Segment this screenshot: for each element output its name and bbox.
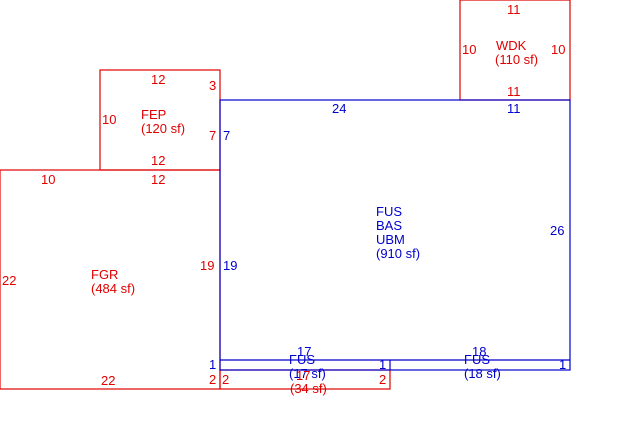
wdk-dim-top: 11 bbox=[507, 2, 521, 17]
fgr-dim-bottom: 22 bbox=[101, 373, 115, 388]
fep-dim-right: 7 bbox=[209, 128, 216, 143]
wdk-area: (110 sf) bbox=[495, 52, 538, 67]
fep-dim-left: 10 bbox=[102, 112, 116, 127]
fgr-dim-top-left: 10 bbox=[41, 172, 55, 187]
fgr-dim-left: 22 bbox=[2, 273, 16, 288]
main-label-line2: BAS bbox=[376, 218, 402, 233]
wdk-dim-bottom: 11 bbox=[507, 84, 521, 99]
small-red-dim-right: 2 bbox=[379, 372, 386, 387]
small-fus-left-dim-right: 1 bbox=[379, 357, 386, 372]
small-fus-right-dim-right: 1 bbox=[559, 357, 566, 372]
fgr-dim-bottom-right: 2 bbox=[209, 372, 216, 387]
main-dim-top: 24 bbox=[332, 101, 346, 116]
fep-name: FEP bbox=[141, 107, 166, 122]
small-fus-right-name: FUS bbox=[464, 352, 490, 367]
small-red-dim-left: 2 bbox=[222, 372, 229, 387]
fgr-dim-top-right: 12 bbox=[151, 172, 165, 187]
main-dim-right: 26 bbox=[550, 223, 564, 238]
main-dim-left-top: 7 bbox=[223, 128, 230, 143]
small-fus-left-area: (17 sf) bbox=[289, 366, 326, 381]
wdk-dim-right: 10 bbox=[551, 42, 565, 57]
fep-dim-top-right: 3 bbox=[209, 78, 216, 93]
wdk-name: WDK bbox=[496, 38, 527, 53]
main-label-line1: FUS bbox=[376, 204, 402, 219]
main-dim-left: 19 bbox=[223, 258, 237, 273]
fgr-dim-right: 19 bbox=[200, 258, 214, 273]
main-living-area-outline bbox=[219, 99, 571, 371]
small-fus-left-dim-top: 17 bbox=[297, 344, 311, 359]
small-fus-left-name: FUS bbox=[289, 352, 315, 367]
fep-dim-top: 12 bbox=[151, 72, 165, 87]
fgr-name: FGR bbox=[91, 267, 118, 282]
small-fus-right-dim-top: 18 bbox=[472, 344, 486, 359]
small-fus-right-area: (18 sf) bbox=[464, 366, 501, 381]
main-area: (910 sf) bbox=[376, 246, 420, 261]
fep-dim-bottom: 12 bbox=[151, 153, 165, 168]
main-label-line3: UBM bbox=[376, 232, 405, 247]
fep-area: (120 sf) bbox=[141, 121, 185, 136]
small-fus-left-dim-left: 1 bbox=[209, 357, 216, 372]
small-red-area: (34 sf) bbox=[290, 381, 327, 396]
fgr-area: (484 sf) bbox=[91, 281, 135, 296]
small-red-dim-bottom: 17 bbox=[296, 368, 310, 383]
wdk-dim-left: 10 bbox=[462, 42, 476, 57]
main-dim-top-right: 11 bbox=[507, 101, 521, 116]
